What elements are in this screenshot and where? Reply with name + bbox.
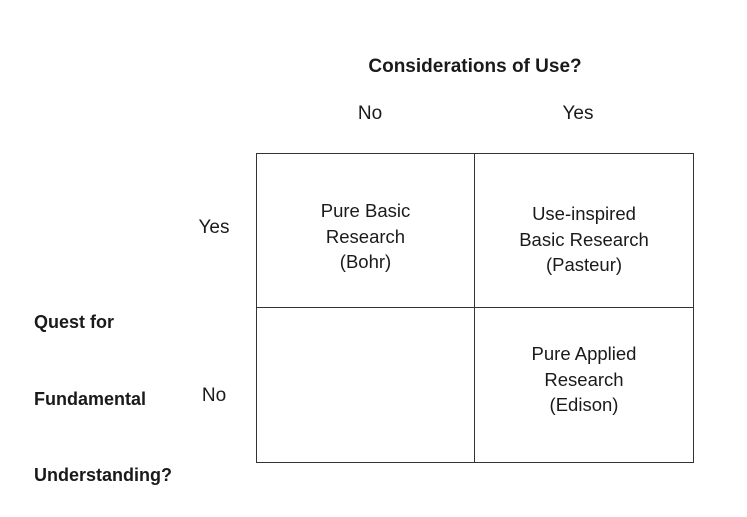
cell-line: Research — [325, 225, 406, 247]
cell-pure-applied-research: Pure Applied Research (Edison) — [475, 308, 693, 462]
cell-line: (Bohr) — [339, 251, 392, 272]
cell-line: (Pasteur) — [545, 254, 623, 275]
cell-text: Use-inspired Basic Research (Pasteur) — [475, 201, 693, 278]
column-label-no: No — [357, 103, 383, 124]
row-axis-title-line-3: Understanding? — [34, 465, 172, 485]
cell-text: Pure Applied Research (Edison) — [475, 341, 693, 418]
cell-use-inspired-basic-research: Use-inspired Basic Research (Pasteur) — [475, 154, 693, 308]
quadrant-matrix: Pure Basic Research (Bohr) Use-inspired … — [256, 153, 694, 463]
column-label-yes: Yes — [562, 103, 594, 124]
row-label-no: No — [201, 385, 227, 406]
row-axis-title: Quest for Fundamental Understanding? — [34, 259, 172, 514]
row-axis-title-line-2: Fundamental — [34, 388, 147, 409]
cell-line: (Edison) — [549, 394, 619, 415]
cell-pure-basic-research: Pure Basic Research (Bohr) — [257, 154, 475, 308]
cell-line: Pure Applied — [531, 343, 637, 364]
row-axis-title-line-1: Quest for — [34, 312, 115, 332]
cell-line: Research — [544, 368, 624, 390]
row-label-yes: Yes — [198, 217, 230, 238]
column-axis-title: Considerations of Use? — [368, 56, 582, 77]
cell-line: Pure Basic — [320, 200, 411, 221]
cell-line: Basic Research — [519, 228, 649, 250]
cell-text: Pure Basic Research (Bohr) — [257, 198, 474, 275]
cell-line: Use-inspired — [532, 203, 636, 224]
cell-empty-quadrant — [257, 308, 475, 462]
